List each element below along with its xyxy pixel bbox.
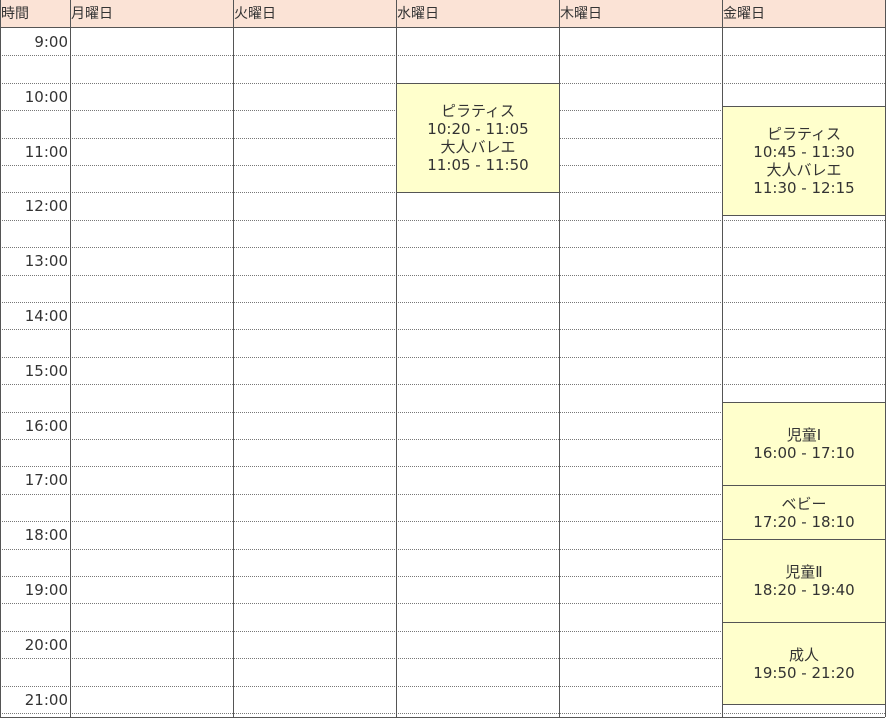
header-wednesday: 水曜日 <box>396 0 560 28</box>
grid-line <box>0 466 885 467</box>
grid-line <box>0 329 885 330</box>
time-label: 21:00 <box>24 691 68 709</box>
class-time: 11:30 - 12:15 <box>753 179 855 197</box>
time-label: 17:00 <box>24 471 68 489</box>
class-time: 17:20 - 18:10 <box>753 512 855 531</box>
time-label: 13:00 <box>24 252 68 270</box>
header-tuesday: 火曜日 <box>233 0 397 28</box>
grid-line <box>0 384 885 385</box>
class-time: 10:45 - 11:30 <box>753 143 855 161</box>
class-name: 成人 <box>788 645 819 664</box>
column-divider <box>70 0 71 717</box>
time-label: 11:00 <box>24 143 68 161</box>
grid-line <box>0 439 885 440</box>
grid-line <box>0 220 885 221</box>
class-time: 19:50 - 21:20 <box>753 663 855 682</box>
time-label: 10:00 <box>24 88 68 106</box>
grid-line <box>0 357 885 358</box>
class-name: 大人バレエ <box>440 138 516 156</box>
column-divider <box>722 0 723 717</box>
grid-line <box>0 603 885 604</box>
time-label: 15:00 <box>24 362 68 380</box>
class-name: ベビー <box>781 494 827 513</box>
grid-line <box>0 275 885 276</box>
column-divider <box>559 0 560 717</box>
time-label: 12:00 <box>24 197 68 215</box>
time-label: 18:00 <box>24 526 68 544</box>
class-time: 18:20 - 19:40 <box>753 581 855 599</box>
class-time: 11:05 - 11:50 <box>427 156 529 174</box>
grid-line <box>0 412 885 413</box>
time-label: 9:00 <box>34 33 68 51</box>
grid-line <box>0 713 885 714</box>
header-time: 時間 <box>0 0 71 28</box>
class-time: 16:00 - 17:10 <box>753 444 855 462</box>
class-name: ピラティス <box>440 102 516 120</box>
class-name: 児童Ⅱ <box>785 563 823 581</box>
grid-line <box>0 576 885 577</box>
time-label: 16:00 <box>24 417 68 435</box>
grid-line <box>0 521 885 522</box>
header-monday: 月曜日 <box>70 0 234 28</box>
column-divider <box>396 0 397 717</box>
class-name: 大人バレエ <box>766 161 842 179</box>
header-thursday: 木曜日 <box>559 0 723 28</box>
grid-line <box>0 658 885 659</box>
column-divider <box>0 0 1 717</box>
grid-line <box>0 686 885 687</box>
time-label: 20:00 <box>24 636 68 654</box>
grid-line <box>0 494 885 495</box>
grid-line <box>0 55 885 56</box>
grid-line <box>0 302 885 303</box>
grid-line <box>0 631 885 632</box>
time-label: 14:00 <box>24 307 68 325</box>
grid-bottom-line <box>0 717 885 718</box>
time-label: 19:00 <box>24 581 68 599</box>
grid-line <box>0 247 885 248</box>
column-divider <box>233 0 234 717</box>
grid-line <box>0 549 885 550</box>
class-name: ピラティス <box>766 125 842 143</box>
class-time: 10:20 - 11:05 <box>427 120 529 138</box>
header-friday: 金曜日 <box>722 0 886 28</box>
class-name: 児童Ⅰ <box>786 426 822 444</box>
